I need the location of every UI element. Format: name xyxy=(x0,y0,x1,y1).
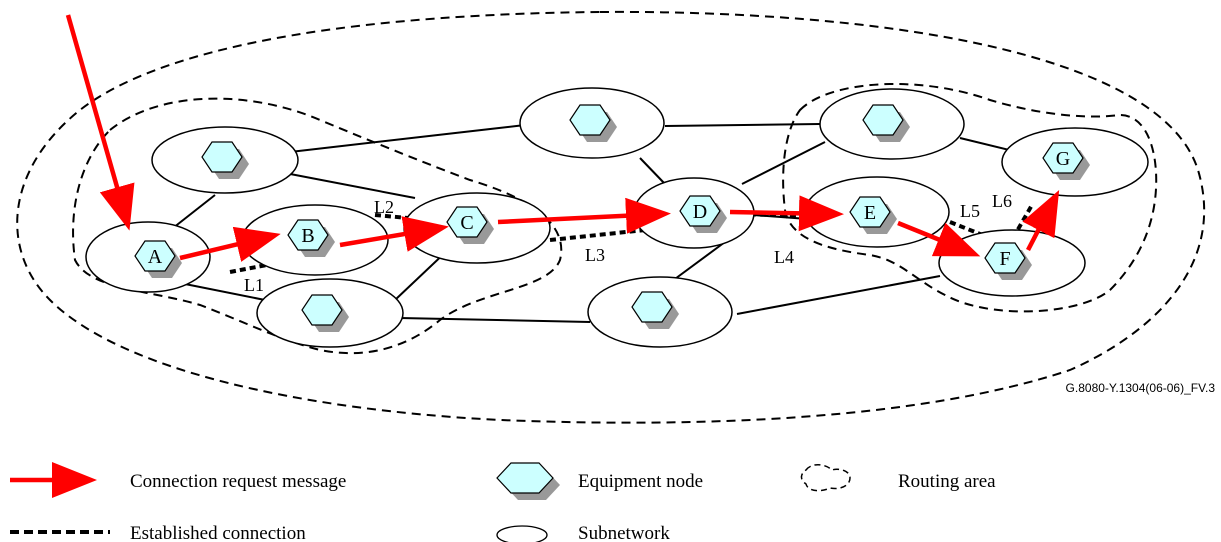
node-label-f: F xyxy=(999,248,1010,270)
node-label-g: G xyxy=(1056,148,1070,170)
legend-established-connection-label: Established connection xyxy=(130,523,306,542)
node-label-e: E xyxy=(864,202,876,224)
legend-equipment-node-label: Equipment node xyxy=(578,471,703,492)
legend-subnetwork-icon xyxy=(496,525,548,542)
node-label-a: A xyxy=(148,246,163,268)
node-label-b: B xyxy=(301,225,314,247)
node-label-c: C xyxy=(460,212,473,234)
legend-routing-area-icon xyxy=(800,464,851,492)
link-label-l4: L4 xyxy=(774,247,794,267)
legend-equipment-node-icon xyxy=(496,462,560,500)
right-routing-area xyxy=(782,83,1158,313)
legend: Connection request message Equipment nod… xyxy=(10,462,996,542)
link-label-l3: L3 xyxy=(585,245,605,265)
link-label-l2: L2 xyxy=(374,197,394,217)
legend-routing-area-label: Routing area xyxy=(898,471,996,492)
link-label-l1: L1 xyxy=(244,275,264,295)
figure-id: G.8080-Y.1304(06-06)_FV.3 xyxy=(1066,381,1216,395)
legend-request-label: Connection request message xyxy=(130,471,346,492)
node-label-d: D xyxy=(693,201,707,223)
link-label-l5: L5 xyxy=(960,201,980,221)
legend-subnetwork-label: Subnetwork xyxy=(578,523,670,542)
connection-request-path xyxy=(65,14,1060,262)
link-label-l6: L6 xyxy=(992,191,1012,211)
